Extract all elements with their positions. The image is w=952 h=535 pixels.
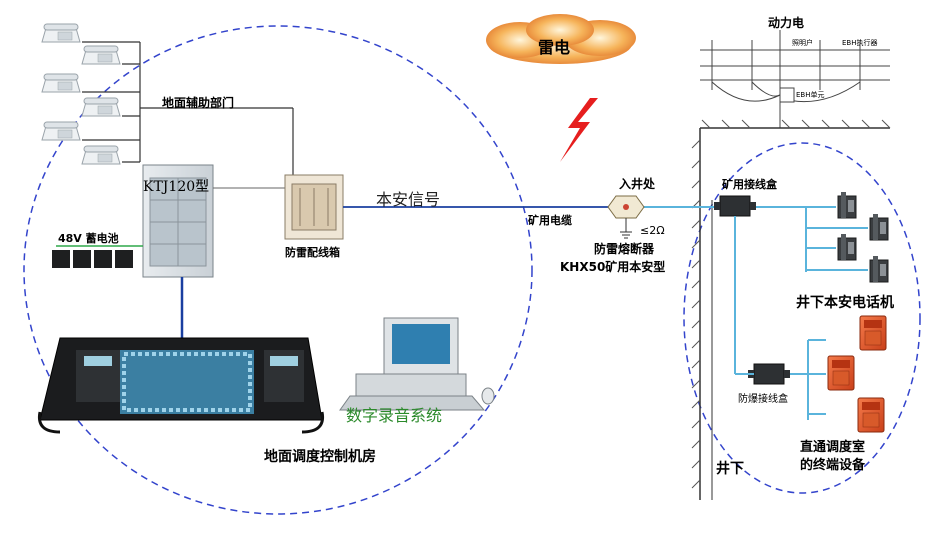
power-lines-icon <box>700 30 890 128</box>
shaft-entry-label: 入井处 <box>619 177 656 191</box>
power-note-2: EBH执行器 <box>842 39 878 47</box>
underground-zone-outline <box>683 142 921 494</box>
explosion-proof-box-icon <box>748 363 790 385</box>
recording-system-label: 数字录音系统 <box>346 406 443 425</box>
power-label: 动力电 <box>768 16 805 30</box>
ground-aux-label: 地面辅助部门 <box>162 96 235 110</box>
fuse-name-label: 防雷熔断器 <box>594 242 655 256</box>
recording-computer-icon <box>339 317 495 411</box>
explosion-proof-box-label: 防爆接线盒 <box>738 394 788 405</box>
ground-telephones <box>41 23 121 165</box>
lightning-fuse-icon <box>607 195 645 239</box>
safe-signal-label: 本安信号 <box>376 190 441 209</box>
ktj120-cabinet <box>142 164 214 278</box>
ground-resistance-label: ≤2Ω <box>640 224 665 237</box>
mine-cable-label: 矿用电缆 <box>528 214 572 227</box>
battery-bank-icon <box>52 245 143 268</box>
battery-label: 48V 蓄电池 <box>58 232 119 245</box>
fuse-model-label: KHX50矿用本安型 <box>560 260 666 274</box>
underground-cable-network <box>734 206 868 420</box>
power-note-1: 照明户 <box>792 39 813 47</box>
ground-surface <box>691 119 891 500</box>
distribution-box <box>284 174 344 240</box>
mine-junction-box-label: 矿用接线盒 <box>722 178 777 191</box>
direct-dispatch-label-2: 的终端设备 <box>800 458 866 473</box>
mine-junction-box-icon <box>714 195 756 217</box>
power-note-3: EBH单元 <box>796 91 825 99</box>
dispatch-terminals <box>827 315 887 433</box>
ground-zone-outline <box>23 25 533 515</box>
underground-label: 井下 <box>716 461 744 477</box>
telephone-bus-lines <box>82 41 294 178</box>
dispatch-console <box>37 337 325 434</box>
ktj-label: KTJ120型 <box>143 179 210 195</box>
lightning-cloud-icon <box>486 14 636 64</box>
direct-dispatch-label-1: 直通调度室 <box>800 440 866 455</box>
lightning-bolt-icon <box>560 98 598 162</box>
control-room-label: 地面调度控制机房 <box>264 449 376 465</box>
distribution-box-label: 防雷配线箱 <box>285 246 340 259</box>
underground-phones <box>837 191 889 283</box>
lightning-label: 雷电 <box>538 38 571 57</box>
underground-phones-label: 井下本安电话机 <box>796 295 894 311</box>
